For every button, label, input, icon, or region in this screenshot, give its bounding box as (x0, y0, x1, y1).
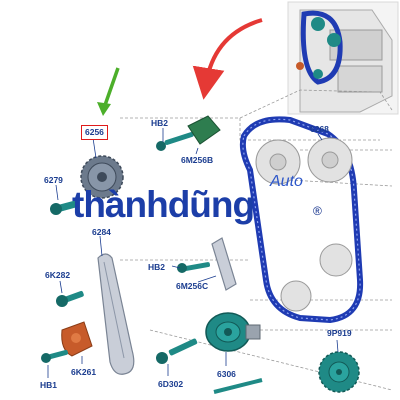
label-6284: 6284 (92, 227, 111, 237)
watermark-part1: thành (72, 184, 169, 225)
sprocket-6256 (80, 155, 124, 199)
guide-6m256c (211, 237, 237, 291)
tensioner-6k261 (61, 321, 93, 357)
label-hb2-mid: HB2 (148, 262, 166, 272)
label-6k261: 6K261 (71, 367, 97, 377)
label-6279: 6279 (44, 175, 63, 185)
watermark-auto: Auto (270, 173, 303, 190)
oil-pump-sprocket-9p919 (318, 351, 360, 393)
label-6268: 6268 (310, 124, 329, 134)
cylinder-head-outline (120, 89, 393, 391)
oil-pump-chain (213, 378, 263, 394)
bolt-hb1 (41, 349, 68, 363)
label-9p919: 9P919 (327, 328, 352, 338)
label-6m256c: 6M256C (176, 281, 209, 291)
label-hb2-top: HB2 (151, 118, 169, 128)
watermark-text: thànhdũng (72, 184, 255, 225)
curved-arrow-icon (192, 18, 263, 100)
timing-chain (239, 116, 364, 324)
label-6256: 6256 (81, 125, 108, 140)
bolt-hb2-top (156, 131, 194, 151)
label-6k282: 6K282 (45, 270, 71, 280)
leader-lines (47, 128, 339, 378)
crank-sprocket-6306 (205, 312, 261, 352)
chain-guide-6284 (97, 253, 135, 375)
bolt-6d302 (156, 338, 198, 364)
bolt-6279 (50, 200, 78, 215)
label-6d302: 6D302 (158, 379, 184, 389)
label-hb1: HB1 (40, 380, 58, 390)
label-6m256b: 6M256B (181, 155, 214, 165)
bolt-hb2-mid (177, 262, 211, 273)
guide-6m256b (187, 115, 221, 145)
cam-gears (255, 137, 353, 312)
watermark-part2: dũng (167, 184, 255, 225)
bolt-6k282 (56, 290, 84, 307)
watermark-registered: ® (313, 204, 322, 218)
arrow-down-left-icon (97, 67, 120, 116)
engine-inset (287, 1, 399, 115)
label-6306: 6306 (217, 369, 236, 379)
